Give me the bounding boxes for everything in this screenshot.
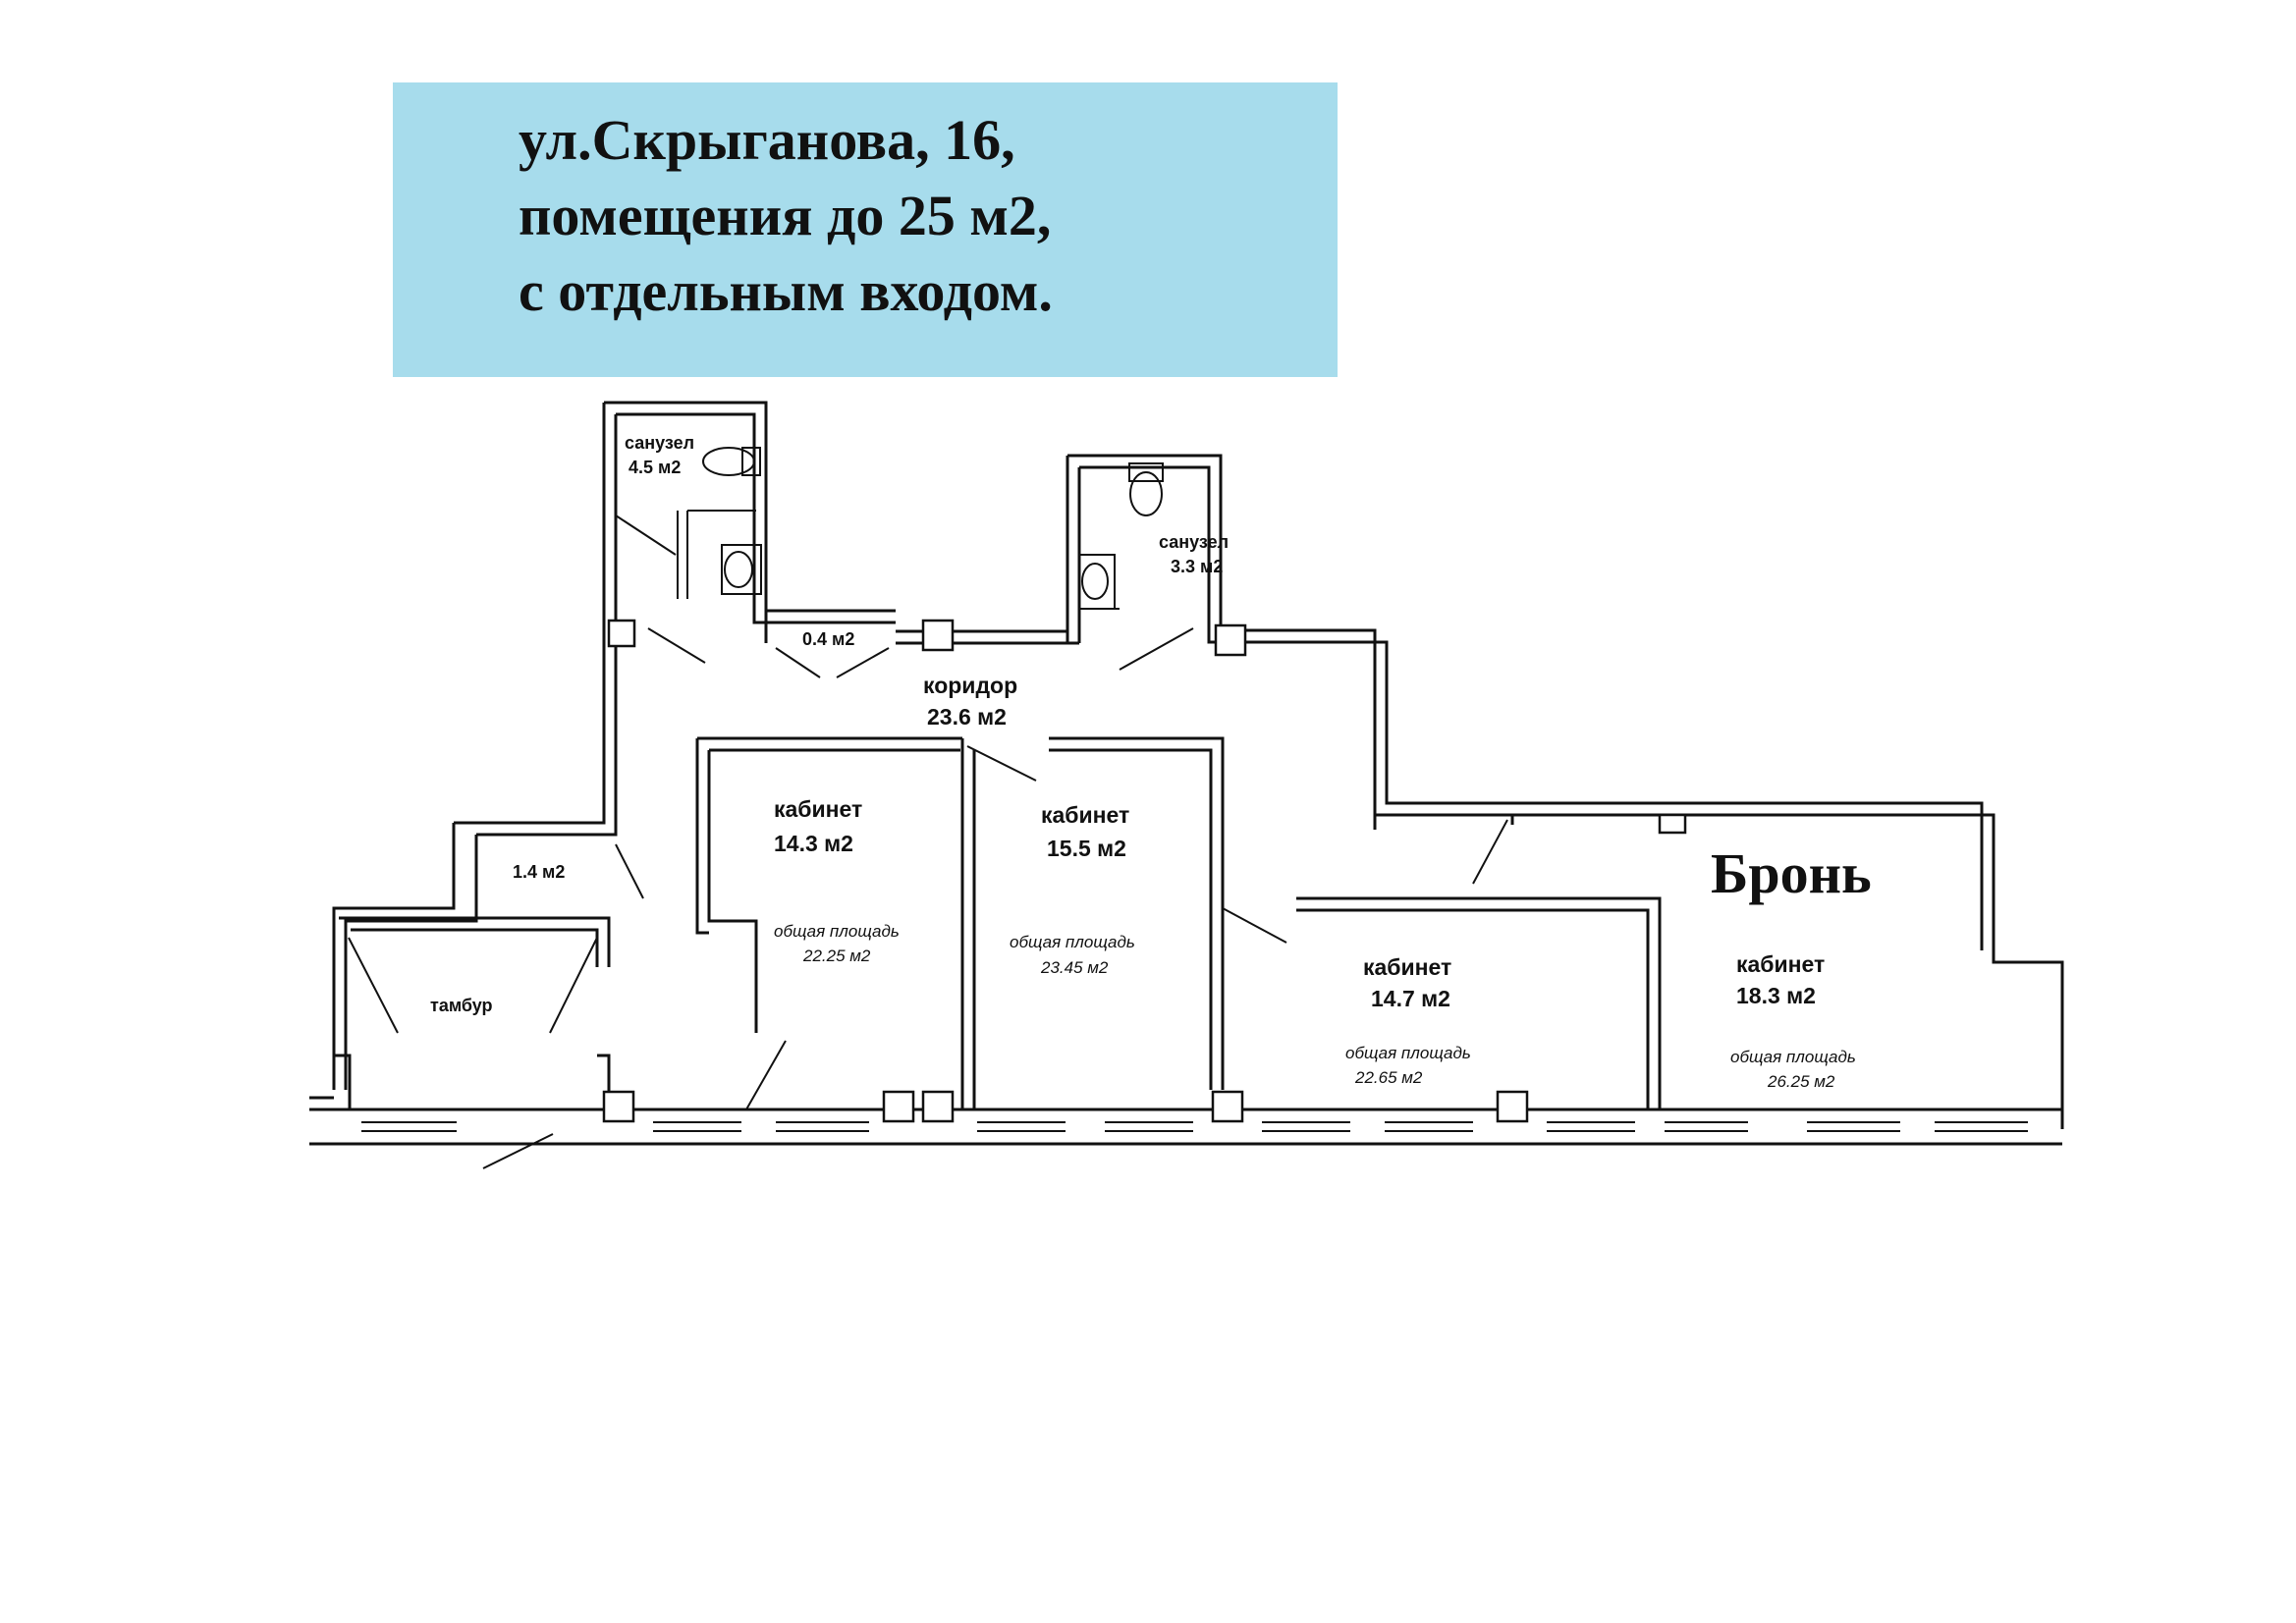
office-4-area: 18.3 м2 — [1736, 983, 1816, 1008]
bathroom-right-name: санузел — [1159, 532, 1229, 552]
office-1-area: 14.3 м2 — [774, 831, 853, 856]
office-3-name: кабинет — [1363, 954, 1451, 980]
office-2-name: кабинет — [1041, 802, 1129, 828]
office-2-total-area: 23.45 м2 — [1040, 958, 1109, 977]
door-swings — [348, 514, 1508, 1169]
columns — [602, 619, 1687, 1123]
vestibule-walls — [332, 823, 611, 1109]
office-1-total-area: 22.25 м2 — [802, 947, 871, 965]
office-1-total-label: общая площадь — [774, 922, 900, 941]
facade-wall — [309, 1096, 2062, 1146]
bathroom-left-name: санузел — [625, 433, 694, 453]
bathroom-left-area: 4.5 м2 — [629, 458, 681, 477]
title-line-premises: помещения до 25 м2, — [519, 184, 1052, 247]
vestibule-name: тамбур — [430, 996, 493, 1015]
toilet-icon — [1128, 462, 1164, 516]
windows — [361, 1121, 2028, 1132]
office-3-total-area: 22.65 м2 — [1354, 1068, 1423, 1087]
office-2-area: 15.5 м2 — [1047, 836, 1126, 861]
interior-partitions — [695, 736, 1662, 1109]
corridor-area: 23.6 м2 — [927, 704, 1007, 730]
reserved-label: Бронь — [1711, 841, 1872, 905]
title-line-address: ул.Скрыганова, 16, — [519, 108, 1015, 172]
office-2-total-label: общая площадь — [1010, 933, 1135, 951]
title-banner: ул.Скрыганова, 16, помещения до 25 м2, с… — [393, 82, 1338, 377]
sink-icon — [721, 544, 762, 595]
office-4-total-label: общая площадь — [1730, 1048, 1856, 1066]
storage-area: 0.4 м2 — [802, 629, 854, 649]
small-room-area: 1.4 м2 — [513, 862, 565, 882]
office-3-total-label: общая площадь — [1345, 1044, 1471, 1062]
outer-walls — [454, 401, 2064, 1129]
title-line-entrance: с отдельным входом. — [519, 259, 1053, 323]
bathroom-right-area: 3.3 м2 — [1171, 557, 1223, 576]
corridor-name: коридор — [923, 673, 1017, 698]
office-4-total-area: 26.25 м2 — [1767, 1072, 1835, 1091]
toilet-icon — [702, 447, 761, 476]
office-4-name: кабинет — [1736, 951, 1825, 977]
sink-icon — [1078, 554, 1116, 610]
office-3-area: 14.7 м2 — [1371, 986, 1450, 1011]
office-1-name: кабинет — [774, 796, 862, 822]
